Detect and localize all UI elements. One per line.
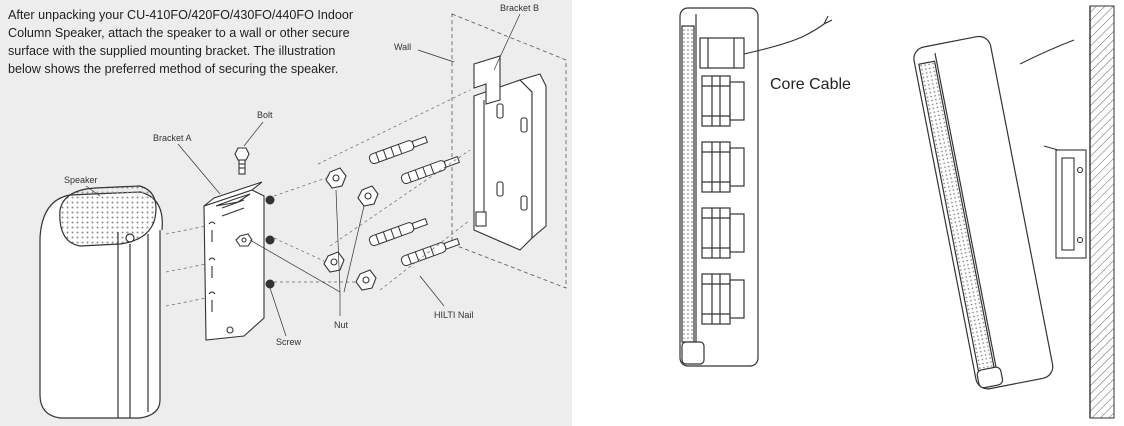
mounted-cable (1019, 39, 1075, 65)
leader-lines (85, 13, 521, 337)
wall-nuts (323, 167, 379, 291)
hilti-nails (368, 136, 461, 267)
speaker-mounted (913, 35, 1054, 390)
label-nut: Nut (334, 320, 349, 330)
label-speaker: Speaker (64, 175, 98, 185)
screws (265, 195, 275, 289)
assembly-guide-lines (165, 89, 471, 307)
core-cable (743, 15, 833, 55)
speaker-cutaway (679, 7, 759, 367)
mounting-diagram-panel: After unpacking your CU-410FO/420FO/430F… (0, 0, 572, 426)
wall-bracket (1043, 145, 1087, 259)
bracket-nut (235, 233, 253, 247)
bracket-a (203, 181, 265, 341)
driver-2 (701, 141, 745, 193)
speaker-unit (39, 185, 163, 419)
label-screw: Screw (276, 337, 302, 347)
driver-3 (701, 207, 745, 259)
label-bracket-a: Bracket A (153, 133, 192, 143)
driver-1 (701, 75, 745, 127)
side-view-panel: Core Cable (678, 0, 1124, 426)
label-core-cable: Core Cable (770, 76, 851, 93)
bolt (234, 147, 250, 175)
label-bolt: Bolt (257, 110, 273, 120)
label-wall: Wall (394, 42, 411, 52)
side-view-illustration: Core Cable (679, 5, 1115, 419)
hatched-wall (1089, 5, 1115, 419)
label-hilti-nail: HILTI Nail (434, 310, 473, 320)
exploded-view-illustration: Bracket B Wall Bolt Bracket A Speaker Nu… (39, 3, 567, 419)
bracket-b (473, 55, 547, 251)
label-bracket-b: Bracket B (500, 3, 539, 13)
driver-4 (701, 273, 745, 325)
intro-paragraph: After unpacking your CU-410FO/420FO/430F… (8, 8, 354, 76)
